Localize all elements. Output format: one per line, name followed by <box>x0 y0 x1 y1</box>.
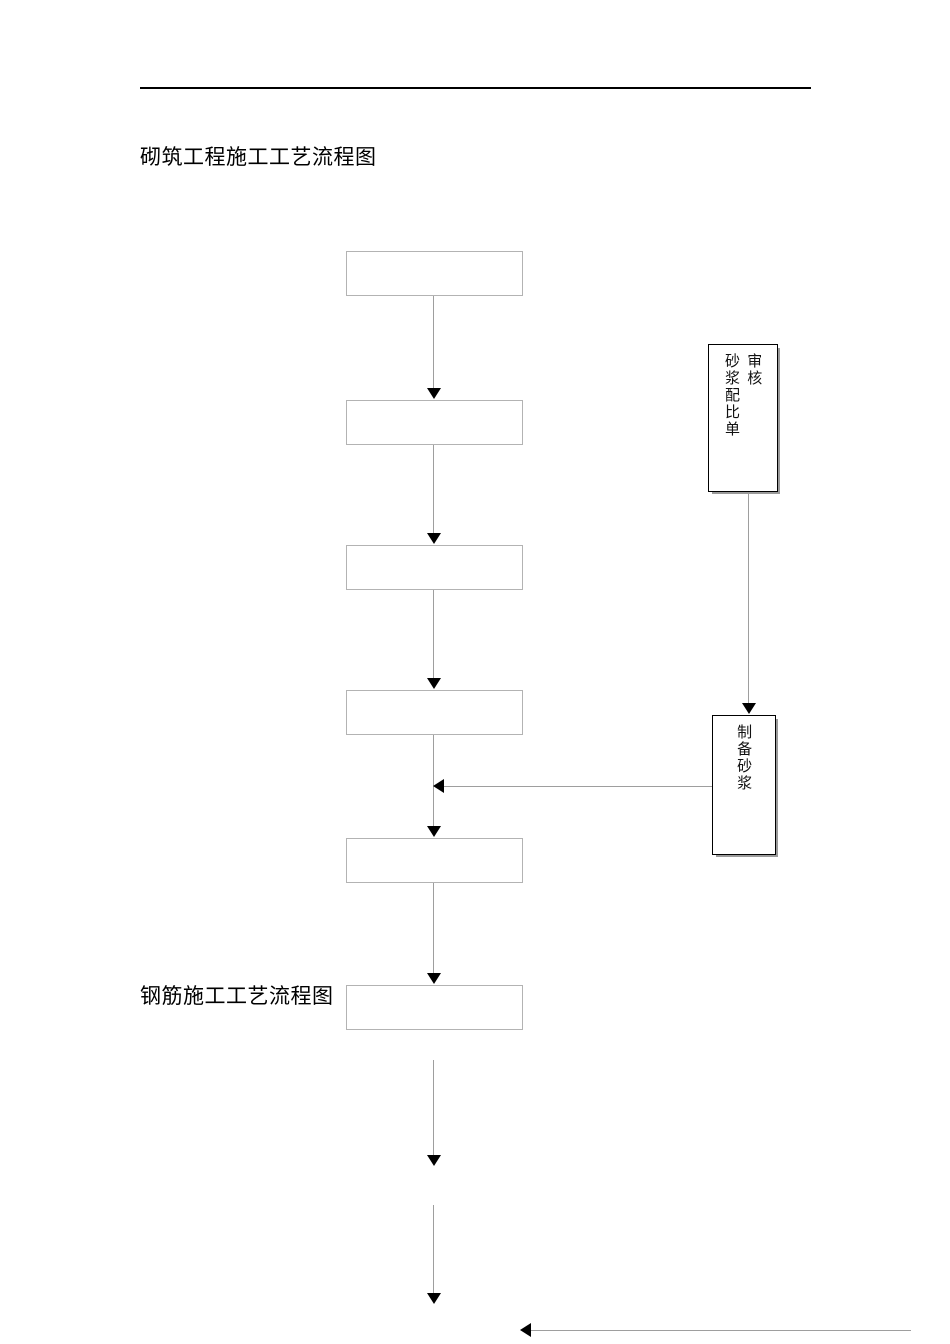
flow-box-2 <box>346 400 523 445</box>
arrowhead-2-3 <box>427 533 441 544</box>
connector-2-3 <box>433 445 434 535</box>
connector-bottom-feed <box>531 1330 911 1331</box>
flow-box-1 <box>346 251 523 296</box>
connector-next-2 <box>433 1205 434 1298</box>
approval-text: 审核 <box>745 353 764 387</box>
arrowhead-1-2 <box>427 388 441 399</box>
header-rule <box>140 87 811 89</box>
side-box-column-mix-sheet: 砂浆配比单 <box>723 353 741 438</box>
side-box-prepare-mortar: 制备砂浆 <box>712 715 776 855</box>
connector-3-4 <box>433 590 434 680</box>
connector-prep-to-main <box>444 786 712 787</box>
arrowhead-6-next <box>427 1155 441 1166</box>
connector-1-2 <box>433 296 434 390</box>
page-title-masonry: 砌筑工程施工工艺流程图 <box>140 146 377 169</box>
flow-box-5 <box>346 838 523 883</box>
connector-5-6 <box>433 883 434 975</box>
arrowhead-approval-to-prep <box>742 703 756 714</box>
flow-box-6 <box>346 985 523 1030</box>
arrowhead-next-2 <box>427 1293 441 1304</box>
connector-6-next <box>433 1060 434 1160</box>
side-box-column-prepare-mortar: 制备砂浆 <box>735 724 754 792</box>
connector-approval-to-prep <box>748 494 749 705</box>
arrowhead-3-4 <box>427 678 441 689</box>
arrowhead-4-5 <box>427 826 441 837</box>
flow-box-3 <box>346 545 523 590</box>
arrowhead-5-6 <box>427 973 441 984</box>
flow-box-4 <box>346 690 523 735</box>
page-title-rebar: 钢筋施工工艺流程图 <box>140 983 335 1011</box>
side-box-mortar-mix-approval: 审核 砂浆配比单 <box>708 344 778 492</box>
arrowhead-prep-to-main <box>433 779 444 793</box>
arrowhead-bottom-feed <box>520 1323 531 1337</box>
side-box-column-approval: 审核 <box>743 353 765 485</box>
